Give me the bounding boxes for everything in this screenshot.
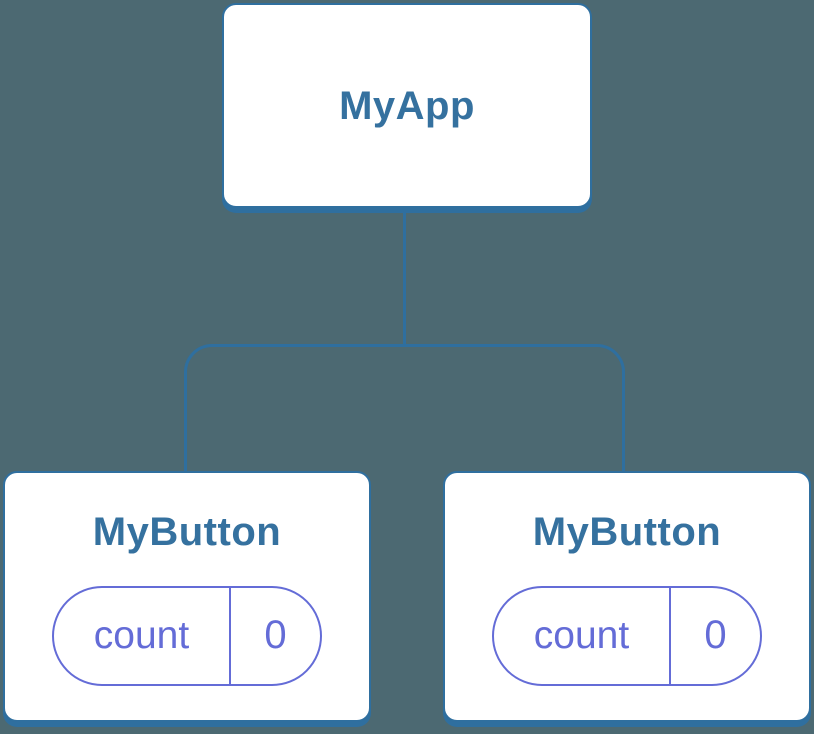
node-label-mybutton-right: MyButton [532,509,722,554]
state-value-right: 0 [704,613,727,657]
state-value-left: 0 [264,613,287,657]
connector-root-stem [403,212,406,346]
state-name-left: count [93,613,190,657]
node-label-myapp: MyApp [339,83,475,128]
node-label-mybutton-left: MyButton [92,509,282,554]
state-pill-right: count 0 [492,585,762,686]
component-node-myapp: MyApp [222,3,592,208]
state-name-right: count [533,613,630,657]
component-node-mybutton-right: MyButton count 0 [443,471,811,722]
state-pill-left: count 0 [52,585,322,686]
state-pill-divider-right [669,587,671,684]
component-node-mybutton-left: MyButton count 0 [3,471,371,722]
connector-branch-bracket [184,344,625,471]
state-pill-divider-left [229,587,231,684]
